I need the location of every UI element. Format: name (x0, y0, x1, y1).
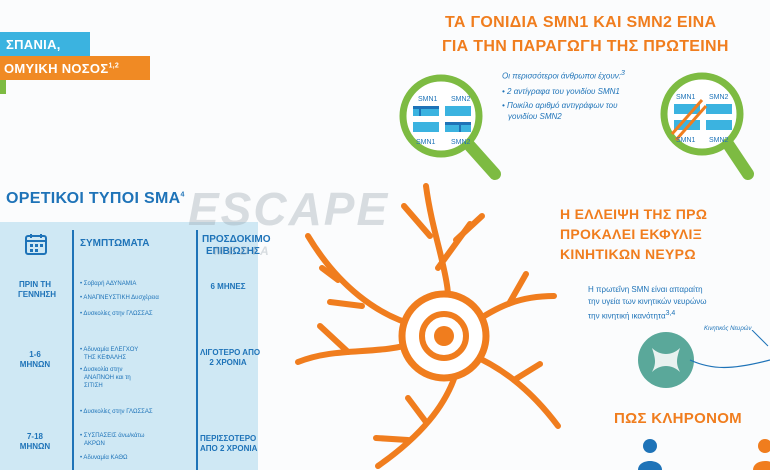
lack-text-2: την υγεία των κινητικών νευρώνω (588, 297, 707, 306)
row-2-symptom-2c: ΣΙΤΙΣΗ (84, 383, 103, 389)
magnifier-left-icon (399, 74, 501, 180)
row-2-symptom-1b: ΤΗΣ ΚΕΦΑΛΗΣ (84, 355, 127, 361)
gene-label-smn2-top-left: SMN2 (451, 96, 471, 103)
header-line-1: ΣΠΑΝΙΑ, (6, 37, 61, 52)
row-2-symptom-1: • Αδυναμία ΕΛΕΓΧΟΥ (80, 347, 139, 353)
lack-title-line-3: ΚΙΝΗΤΙΚΩΝ ΝΕΥΡΩ (560, 246, 696, 262)
row-1-symptom-3: • Δυσκολίες στην ΓΛΩΣΣΑΣ (80, 311, 153, 317)
gene-label-smn1-bottom-right: SMN1 (676, 137, 696, 144)
types-title: ΟΡΕΤΙΚΟΙ ΤΥΠΟΙ SMA4 (6, 190, 185, 207)
genes-title-line-2: ΓΙΑ ΤΗΝ ΠΑΡΑΓΩΓΗ ΤΗΣ ΠΡΩΤΕΙΝΗ (442, 38, 729, 55)
motor-neuron-label: Κινητικός Νευρών (704, 326, 752, 332)
col-header-symptoms: ΣΥΜΠΤΩΜΑΤΑ (80, 238, 150, 249)
header-blue-banner (0, 32, 90, 56)
genes-bullet-2a: • Ποικίλο αριθμό αντιγράφων του (502, 101, 618, 110)
row-1-symptom-1: • Σοβαρή ΑΔΥΝΑΜΙΑ (80, 281, 137, 287)
table-divider-2 (196, 230, 198, 470)
row-2-symptom-3: • Δυσκολίες στην ΓΛΩΣΣΑΣ (80, 409, 153, 415)
neuron-illustration (295, 183, 561, 469)
gene-label-smn2-top-right: SMN2 (709, 94, 729, 101)
genes-title-line-1: ΤΑ ΓΟΝΙΔΙΑ SMN1 ΚΑΙ SMN2 ΕΙΝΑ (445, 14, 717, 31)
header-orange-banner (0, 56, 150, 80)
col-header-life-1: ΠΡΟΣΔΟΚΙΜΟ (202, 234, 271, 245)
gene-label-smn1-bottom-left: SMN1 (416, 139, 436, 146)
spinal-cord-icon (638, 330, 770, 388)
lack-title-line-2: ΠΡΟΚΑΛΕΙ ΕΚΦΥΛΙΞ (560, 226, 703, 242)
types-table (0, 222, 258, 470)
row-2-symptom-2: • Δυσκολία στην (80, 367, 123, 373)
row-3-symptom-1b: ΑΚΡΩΝ (84, 441, 105, 447)
inherit-title: ΠΩΣ ΚΛΗΡΟΝΟΜ (614, 410, 742, 427)
magnifier-right-icon (660, 72, 754, 180)
header-green-marker (0, 80, 6, 94)
row-3-symptom-1: • ΣΥΣΠΑΣΕΙΣ άνω/κάτω (80, 433, 145, 439)
genes-intro: Οι περισσότεροι άνθρωποι έχουν:3 (502, 70, 625, 81)
gene-label-smn2-bottom-right: SMN2 (709, 137, 729, 144)
gene-label-smn1-top-right: SMN1 (676, 94, 696, 101)
genes-bullet-2b: γονιδίου SMN2 (508, 112, 562, 121)
header-line-2: ΟΜΥΙΚΗ ΝΟΣΟΣ1,2 (4, 61, 120, 76)
table-divider-1 (72, 230, 74, 470)
lack-title-line-1: Η ΕΛΛΕΙΨΗ ΤΗΣ ΠΡΩ (560, 206, 708, 222)
row-3-symptom-2: • Αδυναμία ΚΑΘΩ (80, 455, 128, 461)
row-1-life: 6 ΜΗΝΕΣ (210, 282, 246, 291)
col-header-life-2: ΕΠΙΒΙΩΣΗΣ (206, 246, 260, 257)
people-icon (638, 439, 770, 470)
lack-text-1: Η πρωτεΐνη SMN είναι απαραίτη (588, 285, 703, 294)
row-1-symptom-2: • ΑΝΑΠΝΕΥΣΤΙΚΗ Δυσχέρεια (80, 295, 159, 301)
genes-bullet-1: • 2 αντίγραφα του γονιδίου SMN1 (502, 87, 620, 96)
calendar-icon (25, 234, 47, 255)
gene-label-smn1-top-left: SMN1 (418, 96, 438, 103)
row-2-symptom-2b: ΑΝΑΠΝΟΗ και τη (84, 375, 131, 381)
gene-label-smn2-bottom-left: SMN2 (451, 139, 471, 146)
lack-text-3: την κινητική ικανότητα3,4 (588, 310, 676, 321)
